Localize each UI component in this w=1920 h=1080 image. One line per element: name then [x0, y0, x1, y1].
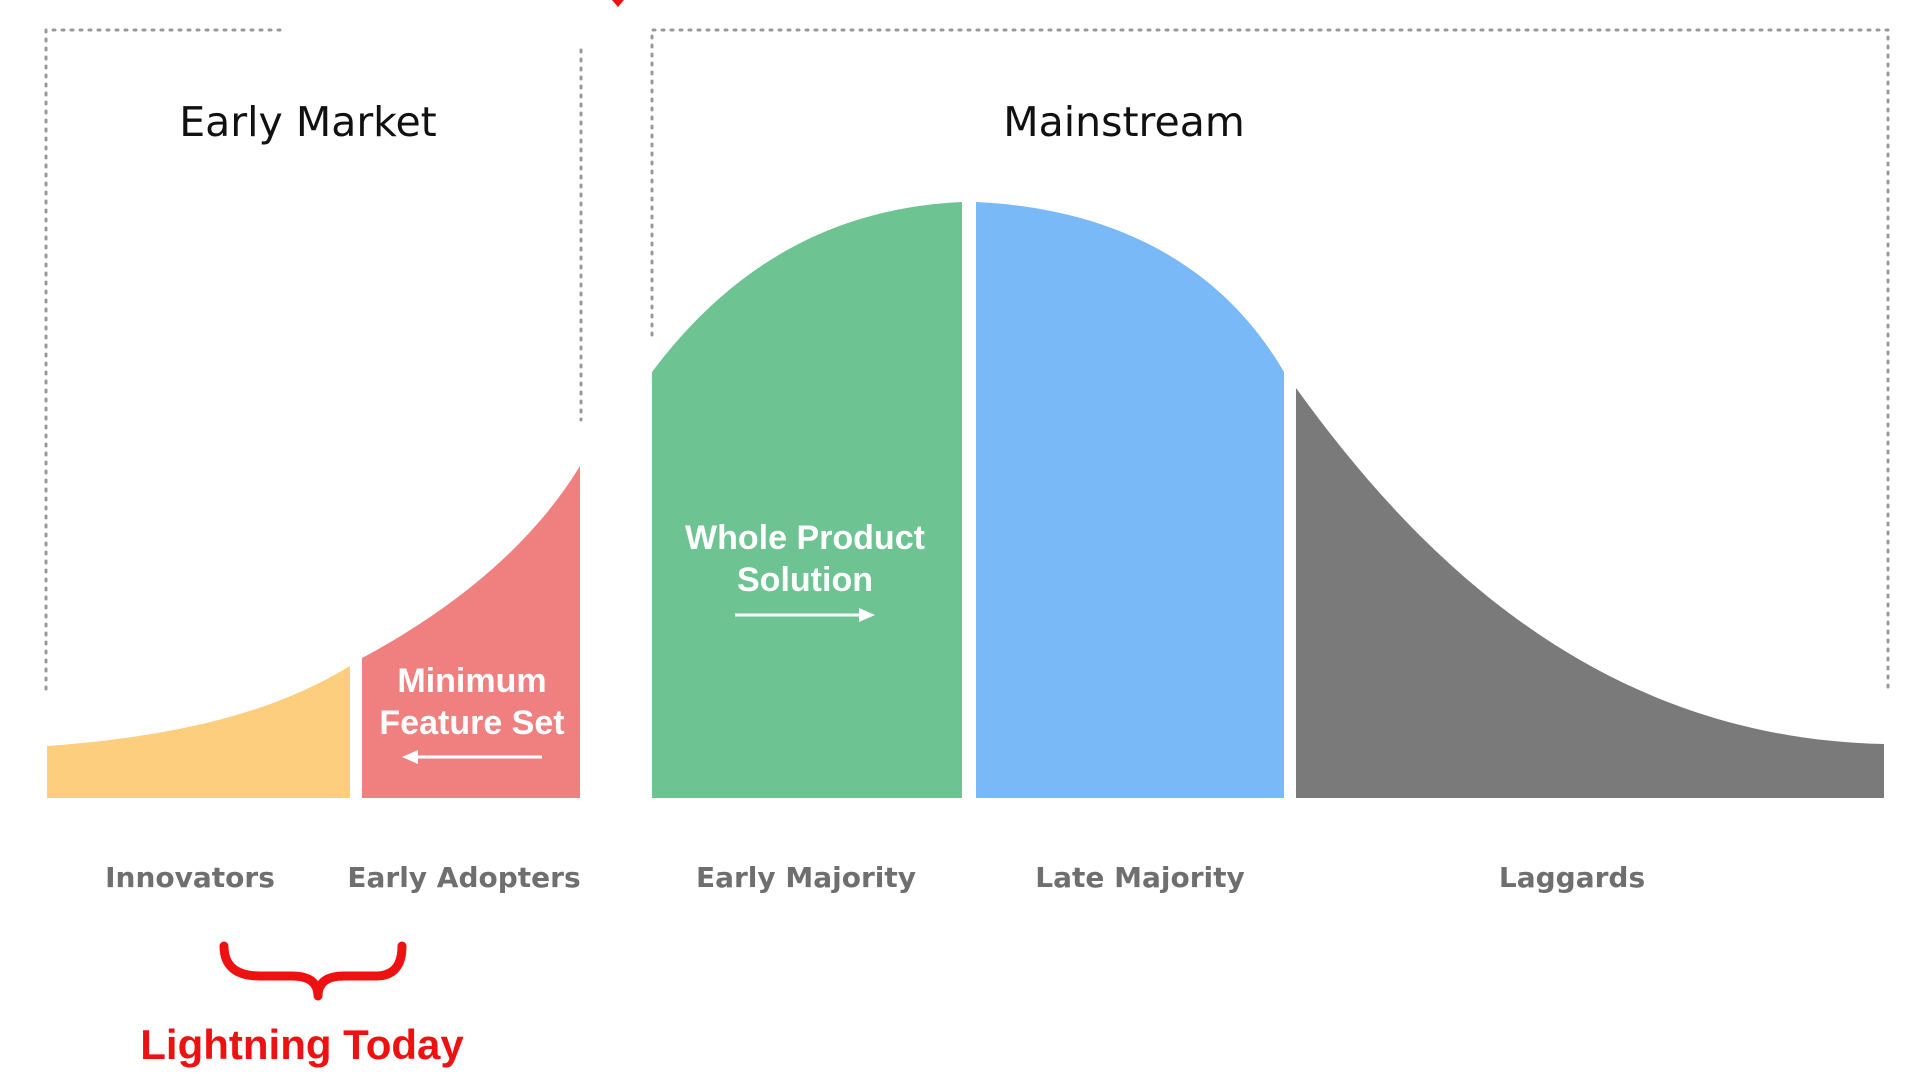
- callout-lightning-today: Lightning Today: [140, 1021, 464, 1068]
- segment-innovators: [47, 666, 350, 798]
- left-arrow: [402, 750, 542, 764]
- segment-label-innovators: Innovators: [105, 861, 275, 894]
- region-title-mainstream: Mainstream: [1003, 98, 1245, 146]
- curly-brace: [219, 941, 407, 1001]
- note-whole-product-solution: Whole Product Solution: [685, 517, 925, 601]
- segment-label-laggards: Laggards: [1498, 861, 1646, 894]
- chasm-marker: [612, 0, 624, 7]
- note-minimum-feature-set-text: Minimum Feature Set: [379, 662, 565, 742]
- note-minimum-feature-set: Minimum Feature Set: [379, 660, 564, 744]
- segment-early-majority: [652, 202, 962, 798]
- segment-laggards: [1296, 388, 1884, 798]
- early-market-border: [44, 28, 583, 692]
- region-title-early-market: Early Market: [179, 98, 437, 146]
- segment-label-early-adopters: Early Adopters: [347, 861, 581, 894]
- segment-label-early-majority: Early Majority: [695, 861, 917, 894]
- note-whole-product-solution-text: Whole Product Solution: [685, 519, 925, 599]
- segment-late-majority: [976, 202, 1284, 798]
- mainstream-border: [650, 28, 1890, 692]
- segment-label-late-majority: Late Majority: [1035, 861, 1245, 894]
- segment-early-adopters: [362, 466, 580, 798]
- right-arrow: [735, 608, 875, 622]
